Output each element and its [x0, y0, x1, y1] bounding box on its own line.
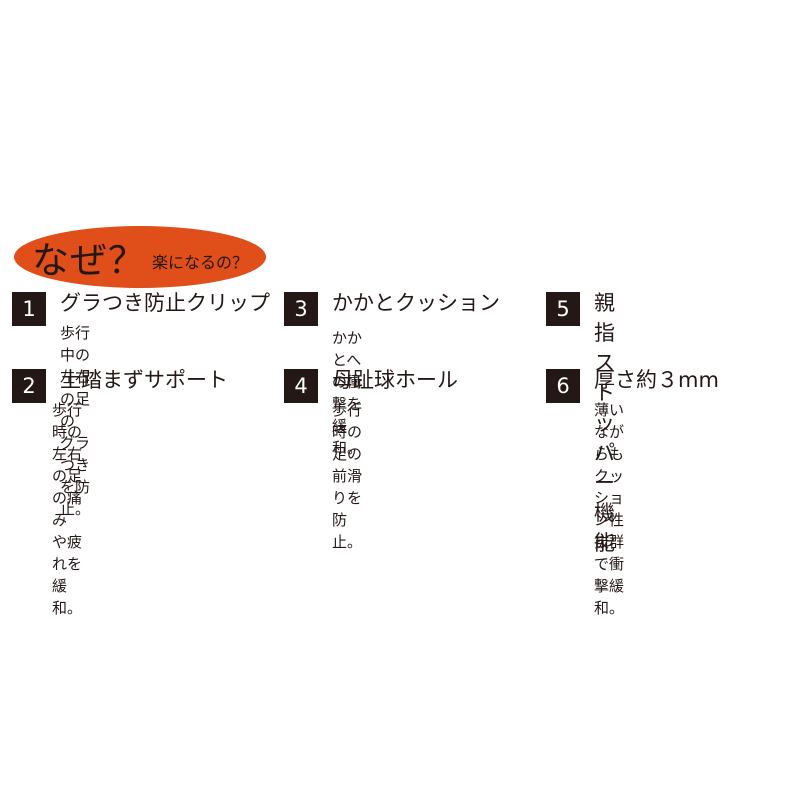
- feature-title: 厚さ約３mm: [594, 368, 719, 392]
- feature-number-badge: 6: [546, 369, 580, 403]
- feature-title: 土踏まずサポート: [60, 368, 228, 392]
- feature-number-badge: 3: [284, 292, 318, 326]
- why-badge: [14, 226, 266, 288]
- feature-title: かかとクッション: [332, 291, 500, 315]
- feature-title: グラつき防止クリップ: [60, 291, 270, 315]
- feature-description: 歩行時の足の前滑りを 防止。: [332, 401, 363, 551]
- why-badge-text: なぜ？ 楽になるの？: [32, 226, 248, 288]
- feature-number-badge: 5: [546, 292, 580, 326]
- feature-number-badge: 1: [12, 292, 46, 326]
- feature-title: 母趾球ホール: [332, 368, 458, 392]
- feature-description: 歩行中の左右の足の グラつきを防止。: [60, 324, 91, 518]
- feature-number-badge: 4: [284, 369, 318, 403]
- why-heading: なぜ？: [32, 239, 146, 282]
- feature-description: かかとへの衝撃を緩和。: [332, 329, 363, 457]
- feature-title: 親指ストッパー 機能: [594, 291, 615, 555]
- feature-description: 薄いながらもクッション性 抜群で衝撃緩和。: [594, 401, 625, 617]
- feature-number-badge: 2: [12, 369, 46, 403]
- why-subheading: 楽になるの？: [152, 253, 249, 272]
- feature-description: 歩行時の左右の足の痛み や疲れを緩和。: [52, 401, 83, 617]
